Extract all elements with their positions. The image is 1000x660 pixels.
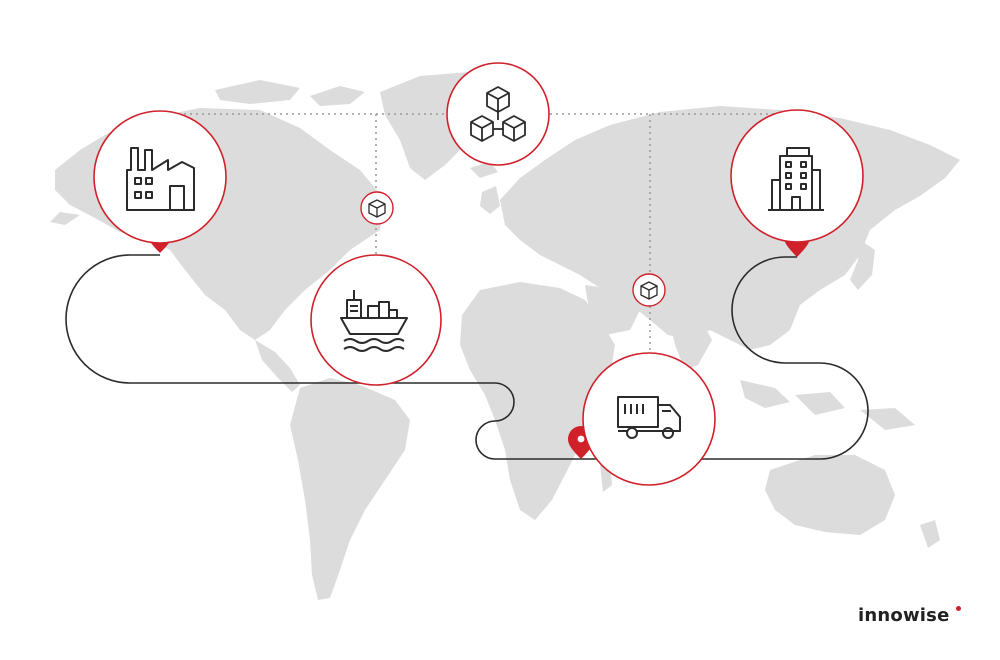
south-america xyxy=(290,378,410,600)
package-cube-icon xyxy=(368,199,386,218)
dotted-links xyxy=(160,113,795,352)
brand-accent-dot xyxy=(956,606,961,611)
office-node xyxy=(730,109,864,243)
africa xyxy=(460,282,615,520)
office-building-icon xyxy=(768,147,824,211)
factory-node xyxy=(93,110,227,244)
blockchain-cubes-icon xyxy=(470,86,526,142)
brand-logo: innowise xyxy=(858,605,950,626)
australia xyxy=(765,455,895,535)
package-node-a xyxy=(360,191,394,225)
ship-node xyxy=(310,254,442,386)
package-cube-icon xyxy=(640,281,658,300)
delivery-truck-icon xyxy=(617,396,681,439)
factory-icon xyxy=(126,147,195,211)
route-line xyxy=(65,254,869,460)
cargo-ship-icon xyxy=(340,290,408,352)
package-node-b xyxy=(632,273,666,307)
blockchain-node xyxy=(446,62,550,166)
truck-node xyxy=(582,352,716,486)
